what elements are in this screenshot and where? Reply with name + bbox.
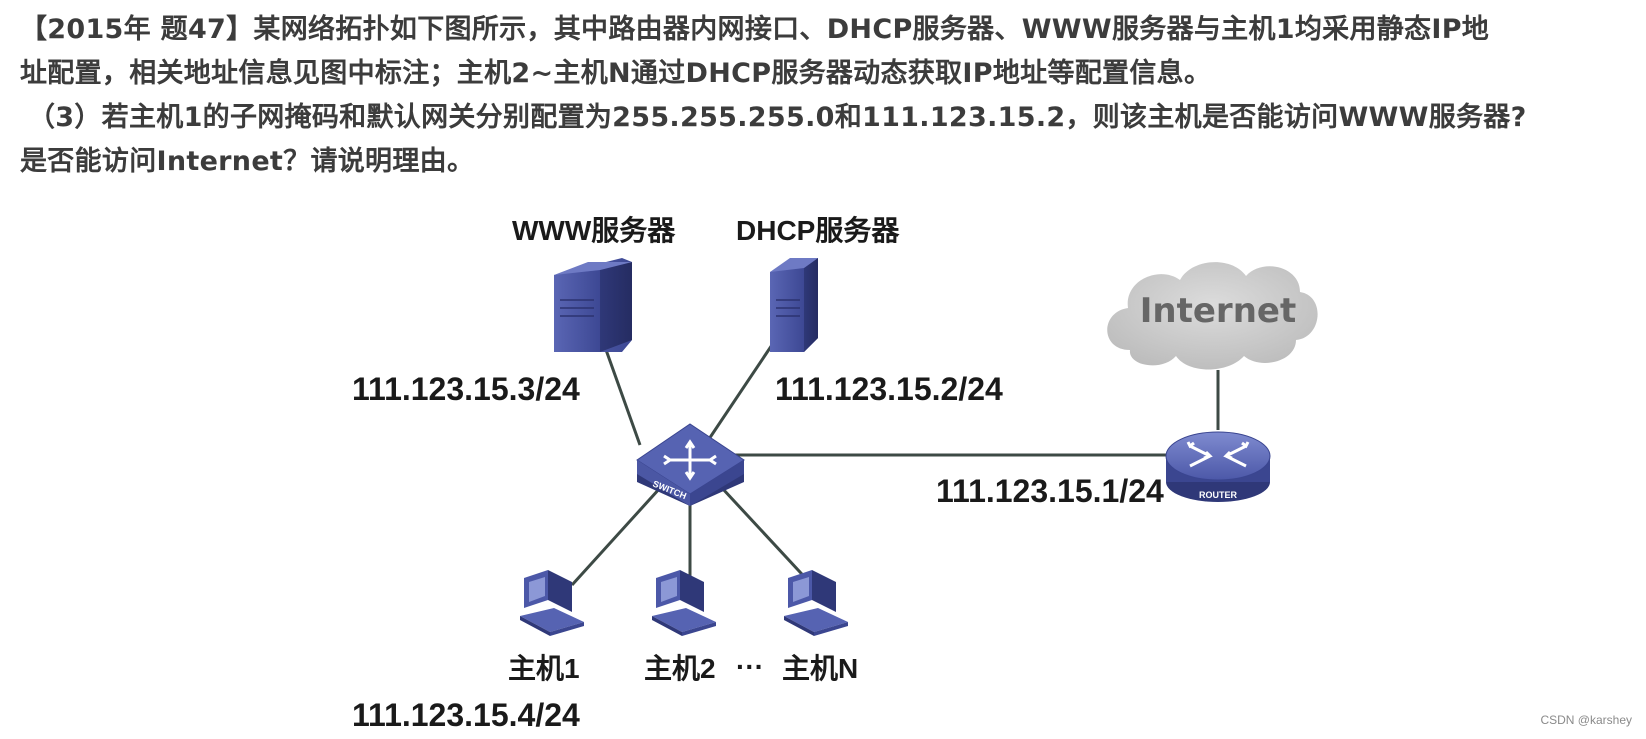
- host-2-icon: [652, 570, 716, 636]
- ellipsis-label: ···: [736, 651, 764, 682]
- internet-cloud-icon: Internet: [1107, 262, 1318, 370]
- router-icon: ROUTER: [1165, 431, 1271, 502]
- question-line-3: （3）若主机1的子网掩码和默认网关分别配置为255.255.255.0和111.…: [28, 102, 1527, 133]
- router-label: ROUTER: [1199, 490, 1238, 500]
- question-line-1: 【2015年 题47】某网络拓扑如下图所示，其中路由器内网接口、DHCP服务器、…: [20, 14, 1490, 45]
- csdn-watermark: CSDN @karshey: [1540, 713, 1632, 727]
- host-1-label: 主机1: [508, 653, 580, 684]
- dhcp-server-icon: [770, 258, 818, 352]
- host-n-label: 主机N: [782, 653, 858, 684]
- question-line-4: 是否能访问Internet？请说明理由。: [20, 146, 475, 177]
- host-1-ip-label: 111.123.15.4/24: [352, 697, 580, 733]
- host-2-label: 主机2: [644, 653, 716, 684]
- host-1-icon: [520, 570, 584, 636]
- router-ip-label: 111.123.15.1/24: [936, 473, 1164, 509]
- www-ip-label: 111.123.15.3/24: [352, 371, 580, 407]
- link-switch-hostn: [720, 486, 814, 587]
- link-switch-dhcp: [703, 332, 782, 446]
- www-server-icon: [554, 258, 632, 352]
- host-n-icon: [784, 570, 848, 636]
- link-switch-host1: [570, 486, 662, 587]
- www-server-label: WWW服务器: [512, 215, 676, 246]
- dhcp-server-label: DHCP服务器: [736, 215, 900, 246]
- dhcp-ip-label: 111.123.15.2/24: [775, 371, 1003, 407]
- switch-icon: SWITCH: [636, 423, 745, 506]
- question-text: 【2015年 题47】某网络拓扑如下图所示，其中路由器内网接口、DHCP服务器、…: [20, 8, 1630, 184]
- question-line-2: 址配置，相关地址信息见图中标注；主机2~主机N通过DHCP服务器动态获取IP地址…: [20, 58, 1212, 89]
- internet-label: Internet: [1140, 291, 1296, 331]
